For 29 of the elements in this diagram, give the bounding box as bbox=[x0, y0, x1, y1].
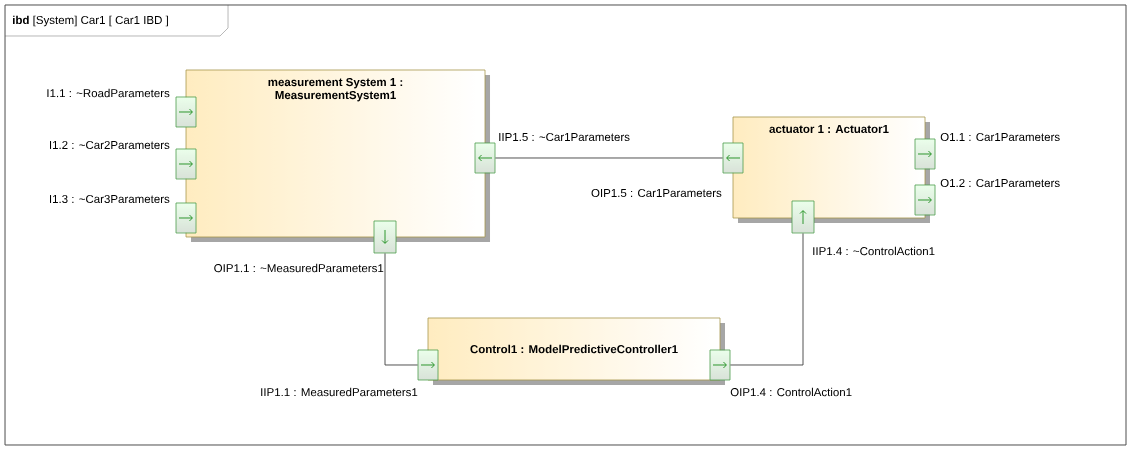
port-box bbox=[791, 200, 815, 234]
port-label: O1.1 : Car1Parameters bbox=[940, 132, 1060, 142]
connector bbox=[384, 252, 419, 366]
part-box: actuator 1 : Actuator1 bbox=[732, 116, 926, 219]
port-label: O1.2 : Car1Parameters bbox=[940, 178, 1060, 188]
port-box bbox=[373, 220, 397, 254]
part-box: measurement System 1 : MeasurementSystem1 bbox=[185, 69, 486, 238]
port-label: OIP1.4 : ControlAction1 bbox=[730, 387, 852, 397]
port-label: OIP1.1 : ~MeasuredParameters1 bbox=[214, 263, 384, 273]
port-label: IIP1.1 : MeasuredParameters1 bbox=[261, 387, 418, 397]
port-box bbox=[914, 138, 936, 170]
port-label: I1.2 : ~Car2Parameters bbox=[49, 140, 170, 150]
port-box bbox=[474, 142, 496, 174]
port-box bbox=[417, 349, 439, 381]
part-box: Control1 : ModelPredictiveController1 bbox=[427, 317, 721, 381]
port-box bbox=[175, 96, 197, 128]
port-box bbox=[175, 202, 197, 234]
port-box bbox=[709, 349, 731, 381]
port-box bbox=[722, 142, 744, 174]
port-label: OIP1.5 : Car1Parameters bbox=[591, 188, 722, 198]
port-box bbox=[914, 184, 936, 216]
diagram-title: ibd [System] Car1 [ Car1 IBD ] bbox=[13, 15, 168, 27]
port-label: IIP1.4 : ~ControlAction1 bbox=[813, 246, 935, 256]
port-label: I1.1 : ~RoadParameters bbox=[47, 88, 170, 98]
connector bbox=[494, 157, 724, 159]
port-label: IIP1.5 : ~Car1Parameters bbox=[499, 132, 630, 142]
connector bbox=[729, 232, 804, 366]
port-label: I1.3 : ~Car3Parameters bbox=[49, 194, 170, 204]
port-box bbox=[175, 148, 197, 180]
